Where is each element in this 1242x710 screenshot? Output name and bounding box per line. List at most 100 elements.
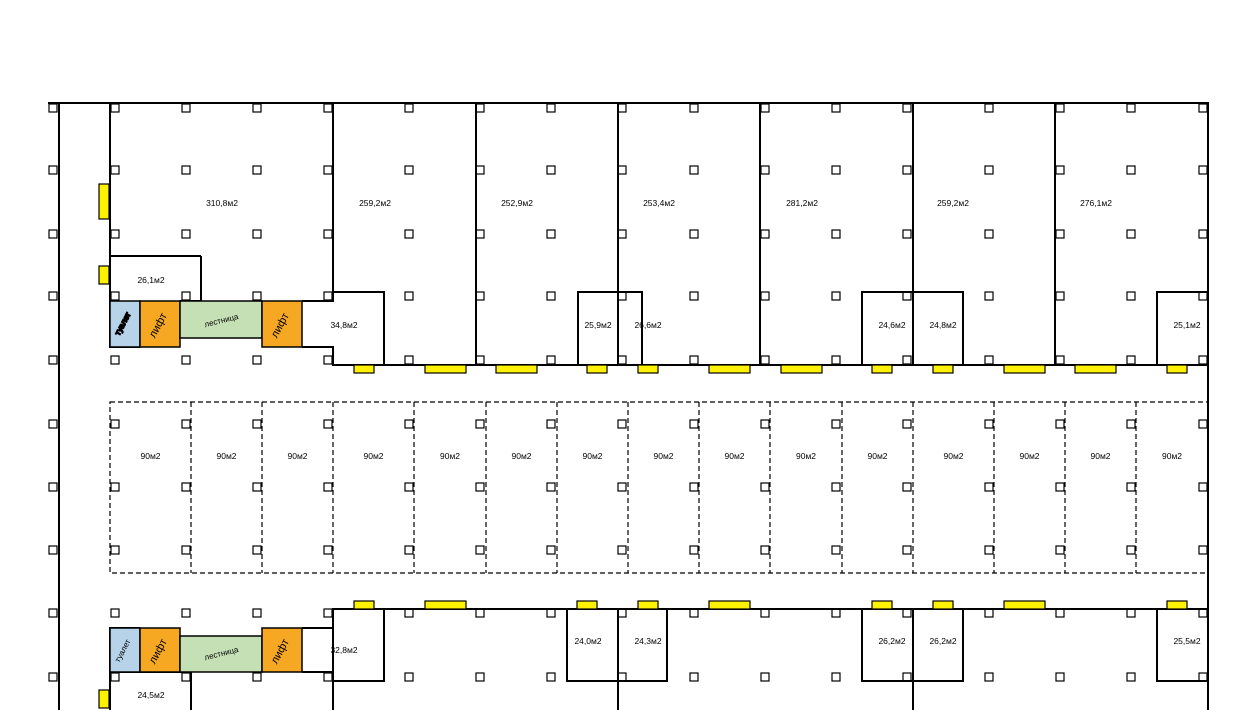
column-square	[546, 291, 556, 301]
unit-area: 90м2	[943, 451, 963, 461]
column-square	[984, 672, 994, 682]
unit-area: 26,1м2	[137, 275, 164, 285]
column-square	[546, 165, 556, 175]
unit-area: 259,2м2	[359, 198, 391, 208]
column-square	[181, 165, 191, 175]
column-square	[181, 672, 191, 682]
column-square	[546, 229, 556, 239]
doors	[98, 183, 1188, 709]
upper-unit-labels: 310,8м2 259,2м2 252,9м2 253,4м2 281,2м2 …	[137, 198, 1200, 330]
column-square	[1198, 291, 1208, 301]
door	[932, 364, 954, 374]
upper-core: туалет лифт лестница лифт	[109, 300, 303, 348]
column-square	[1198, 545, 1208, 555]
column-square	[475, 355, 485, 365]
column-square	[181, 482, 191, 492]
unit-area: 90м2	[216, 451, 236, 461]
column-square	[252, 545, 262, 555]
column-square	[48, 672, 58, 682]
unit-area: 24,6м2	[878, 320, 905, 330]
column-square	[546, 608, 556, 618]
column-square	[1126, 165, 1136, 175]
column-square	[984, 482, 994, 492]
column-square	[323, 165, 333, 175]
column-square	[1126, 103, 1136, 113]
column-square	[1055, 103, 1065, 113]
column-square	[252, 482, 262, 492]
column-square	[252, 103, 262, 113]
door	[576, 600, 598, 610]
column-square	[404, 103, 414, 113]
column-square	[760, 165, 770, 175]
column-square	[689, 608, 699, 618]
column-square	[1198, 229, 1208, 239]
unit-area: 90м2	[867, 451, 887, 461]
column-square	[475, 291, 485, 301]
column-square	[1055, 165, 1065, 175]
column-square	[546, 545, 556, 555]
door	[637, 600, 659, 610]
column-square	[902, 672, 912, 682]
column-square	[617, 672, 627, 682]
door	[353, 364, 375, 374]
column-square	[48, 103, 58, 113]
structural-columns	[48, 103, 1208, 682]
column-square	[1126, 672, 1136, 682]
column-square	[984, 608, 994, 618]
middle-block	[109, 401, 1209, 574]
column-square	[404, 419, 414, 429]
column-square	[323, 482, 333, 492]
lift-shaft	[261, 300, 303, 348]
door	[424, 364, 467, 374]
column-square	[323, 103, 333, 113]
column-square	[404, 545, 414, 555]
column-square	[181, 229, 191, 239]
stairwell	[179, 635, 263, 673]
column-square	[1198, 608, 1208, 618]
unit-area: 32,8м2	[330, 645, 357, 655]
column-square	[984, 229, 994, 239]
unit-area: 310,8м2	[206, 198, 238, 208]
column-square	[546, 355, 556, 365]
column-square	[760, 545, 770, 555]
door	[1166, 364, 1188, 374]
column-square	[831, 545, 841, 555]
door	[495, 364, 538, 374]
middle-dividers	[190, 402, 1137, 573]
lower-core: туалет лифт лестница лифт	[109, 627, 303, 673]
column-square	[831, 608, 841, 618]
unit-area: 90м2	[1019, 451, 1039, 461]
column-square	[902, 103, 912, 113]
door	[353, 600, 375, 610]
column-square	[404, 165, 414, 175]
unit-area: 90м2	[440, 451, 460, 461]
stairwell	[179, 300, 263, 339]
column-square	[546, 482, 556, 492]
column-square	[48, 355, 58, 365]
column-square	[475, 419, 485, 429]
column-square	[404, 355, 414, 365]
column-square	[617, 291, 627, 301]
column-square	[323, 229, 333, 239]
column-square	[404, 291, 414, 301]
column-square	[760, 419, 770, 429]
column-square	[831, 291, 841, 301]
column-square	[1055, 229, 1065, 239]
column-square	[48, 608, 58, 618]
unit-area: 276,1м2	[1080, 198, 1112, 208]
door	[871, 364, 893, 374]
unit-area: 24,0м2	[574, 636, 601, 646]
column-square	[1055, 419, 1065, 429]
column-square	[1126, 355, 1136, 365]
column-square	[902, 355, 912, 365]
column-square	[181, 545, 191, 555]
door	[932, 600, 954, 610]
column-square	[1198, 165, 1208, 175]
column-square	[323, 419, 333, 429]
column-square	[902, 608, 912, 618]
column-square	[902, 545, 912, 555]
column-square	[48, 165, 58, 175]
column-square	[110, 291, 120, 301]
column-square	[1198, 103, 1208, 113]
column-square	[1055, 482, 1065, 492]
